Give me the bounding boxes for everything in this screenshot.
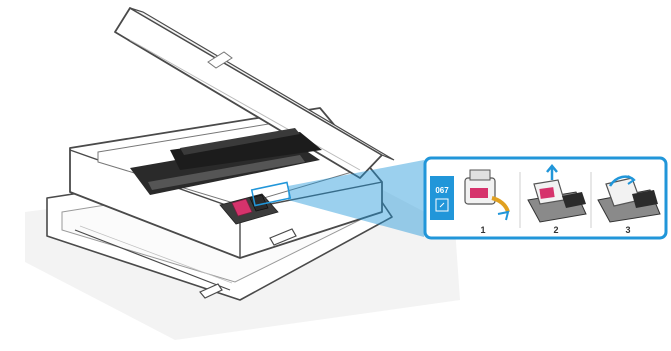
step-1-number: 1: [480, 225, 485, 235]
cartridge-code-label: 067: [435, 186, 449, 195]
instruction-callout: 067 1: [425, 158, 666, 238]
step-3-number: 3: [625, 225, 630, 235]
step-2-number: 2: [553, 225, 558, 235]
cartridge-code-badge: 067: [430, 176, 454, 220]
